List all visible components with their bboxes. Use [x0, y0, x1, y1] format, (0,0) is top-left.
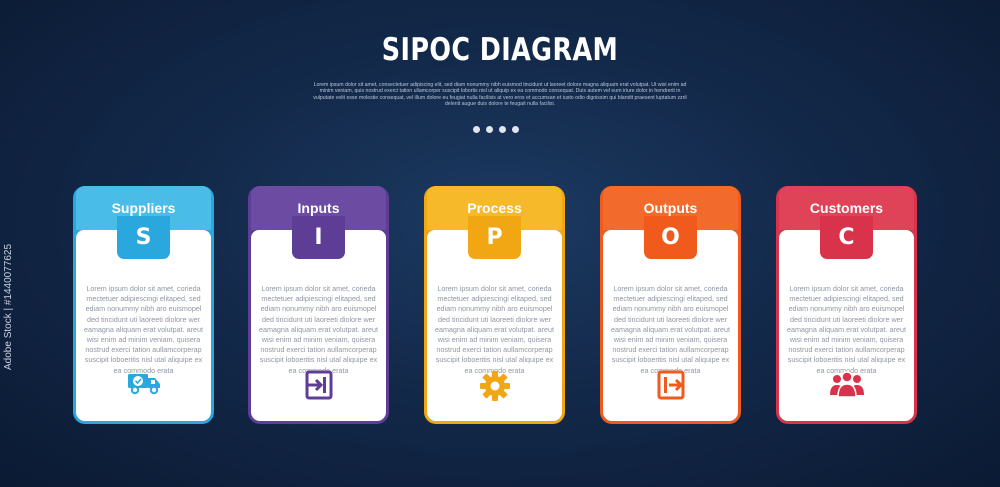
card-process: Process P Lorem ipsum dolor sit amet, co…: [424, 186, 565, 424]
letter: S: [135, 225, 152, 250]
pagination-dots: [473, 126, 519, 133]
letter-tab: C: [820, 216, 873, 259]
letter: P: [486, 225, 503, 250]
card-title: Outputs: [643, 200, 698, 216]
card-suppliers: Suppliers S Lorem ipsum dolor sit amet, …: [73, 186, 214, 424]
card-customers: Customers C Lorem ipsum dolor sit amet, …: [776, 186, 917, 424]
letter-tab: P: [468, 216, 521, 259]
letter: I: [314, 225, 323, 250]
card-description: Lorem ipsum dolor sit amet, corieda mect…: [258, 284, 379, 375]
letter-tab: O: [644, 216, 697, 259]
dot: [512, 126, 519, 133]
card-body: I Lorem ipsum dolor sit amet, corieda me…: [251, 216, 386, 421]
card-description: Lorem ipsum dolor sit amet, corieda mect…: [786, 284, 907, 375]
page-subtitle: Lorem ipsum dolor sit amet, consectetuer…: [313, 82, 687, 107]
card-description: Lorem ipsum dolor sit amet, corieda mect…: [434, 284, 555, 375]
sign-in-icon: [251, 370, 386, 400]
card-body: S Lorem ipsum dolor sit amet, corieda me…: [76, 216, 211, 421]
card-body: P Lorem ipsum dolor sit amet, corieda me…: [427, 216, 562, 421]
letter-tab: I: [292, 216, 345, 259]
card-title: Customers: [809, 200, 884, 216]
card-inputs: Inputs I Lorem ipsum dolor sit amet, cor…: [248, 186, 389, 424]
group-icon: [779, 370, 914, 398]
letter-tab: S: [117, 216, 170, 259]
watermark: Adobe Stock | #1440077625: [3, 243, 14, 370]
dot: [473, 126, 480, 133]
dot: [486, 126, 493, 133]
card-title: Suppliers: [111, 200, 176, 216]
card-description: Lorem ipsum dolor sit amet, corieda mect…: [610, 284, 731, 375]
delivery-truck-icon: [76, 370, 211, 396]
card-title: Inputs: [297, 200, 340, 216]
card-title: Process: [467, 200, 522, 216]
page-title: SIPOC DIAGRAM: [381, 32, 619, 68]
letter: O: [661, 225, 680, 250]
card-body: C Lorem ipsum dolor sit amet, corieda me…: [779, 216, 914, 421]
card-header: Process: [427, 186, 562, 230]
card-description: Lorem ipsum dolor sit amet, corieda mect…: [83, 284, 204, 375]
letter: C: [838, 225, 855, 250]
sign-out-icon: [603, 370, 738, 400]
dot: [499, 126, 506, 133]
gear-icon: [427, 370, 562, 402]
card-outputs: Outputs O Lorem ipsum dolor sit amet, co…: [600, 186, 741, 424]
card-body: O Lorem ipsum dolor sit amet, corieda me…: [603, 216, 738, 421]
